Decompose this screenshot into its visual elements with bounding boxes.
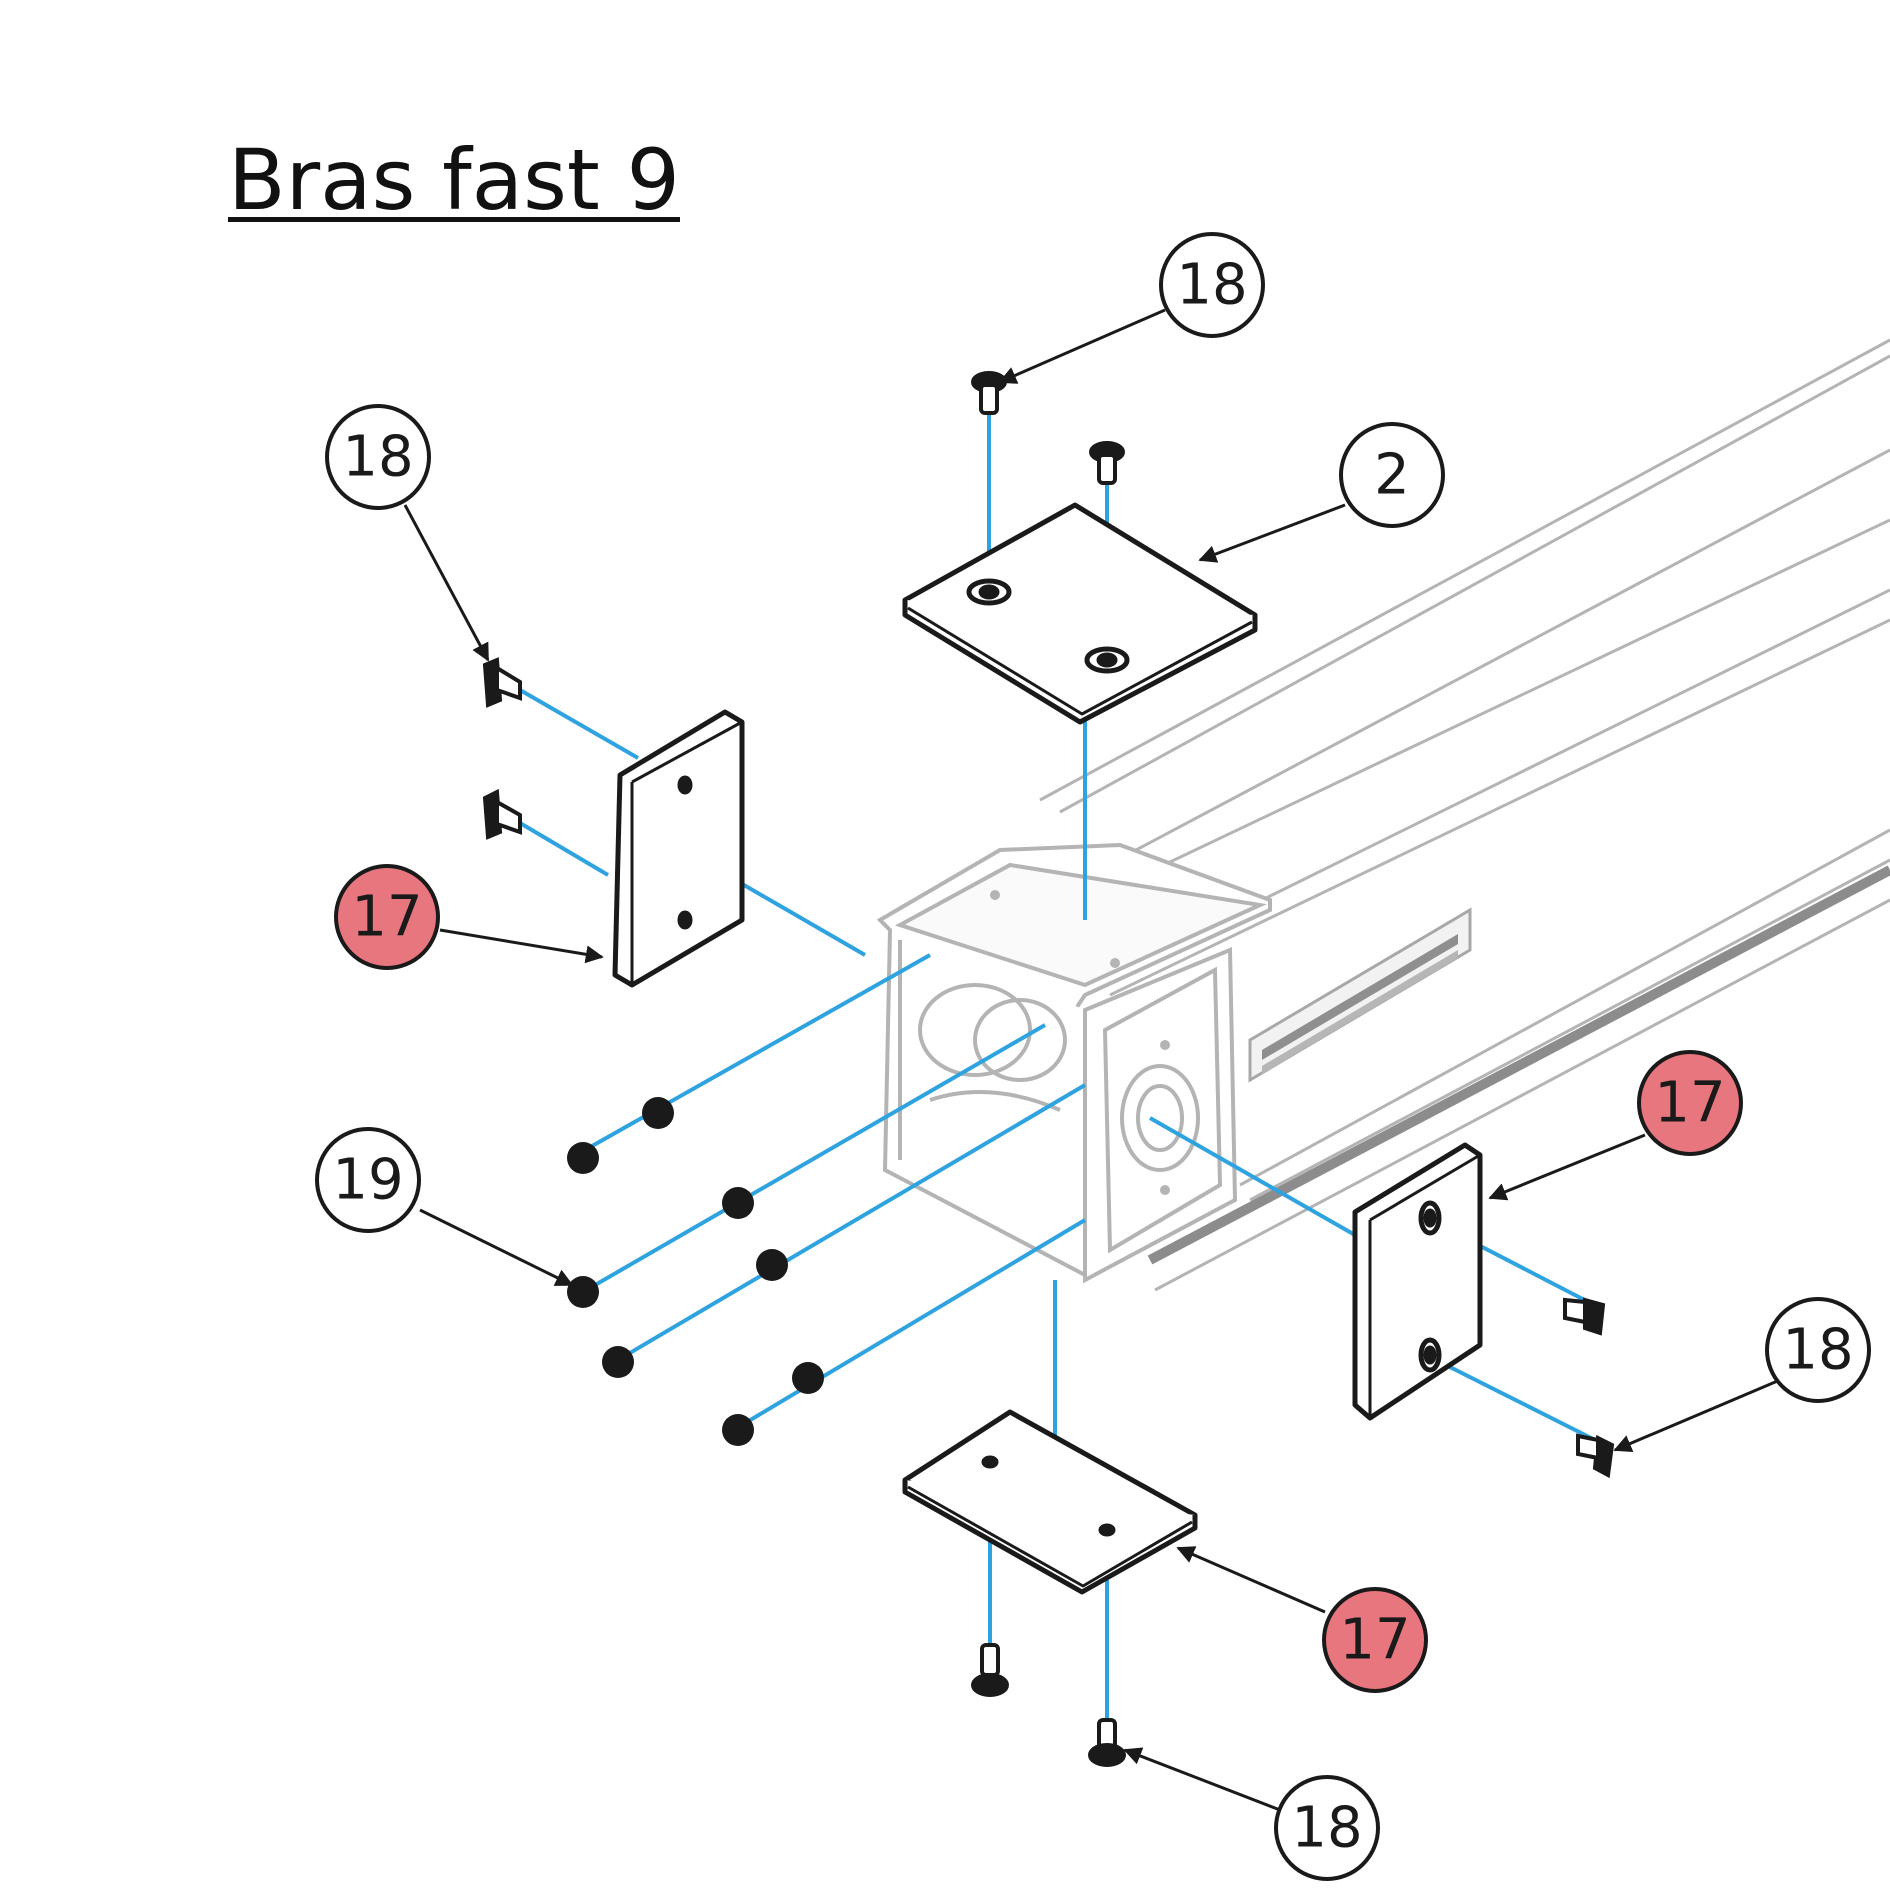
screw-icon [1576, 1433, 1615, 1479]
nuts [567, 1097, 824, 1446]
nut-icon [756, 1249, 788, 1281]
nut-icon [602, 1346, 634, 1378]
callout-right-plate: 17 [1637, 1050, 1743, 1156]
bottom-plate [902, 1409, 1198, 1595]
screw-icon [971, 1643, 1009, 1697]
nut-icon [722, 1187, 754, 1219]
callout-nuts: 19 [315, 1127, 421, 1233]
callout-label: 17 [351, 885, 422, 950]
corner-body [876, 842, 1272, 1284]
beam [1039, 338, 1890, 1292]
callout-label: 18 [1291, 1796, 1362, 1861]
screw-icon [1563, 1297, 1606, 1336]
beam-slot [1248, 907, 1472, 1083]
callout-label: 17 [1654, 1071, 1725, 1136]
callout-label: 17 [1339, 1608, 1410, 1673]
screw-icon [1089, 441, 1125, 485]
screws [482, 371, 1615, 1767]
screw-icon [1088, 1718, 1126, 1767]
callout-label: 18 [1176, 253, 1247, 318]
leader-lines [403, 308, 1781, 1812]
nut-icon [642, 1097, 674, 1129]
callout-top-plate: 2 [1339, 422, 1445, 528]
callouts: 18 2 18 17 19 17 18 17 [315, 232, 1871, 1881]
callout-bottom-screw: 18 [1274, 1775, 1380, 1881]
callout-left-screw: 18 [325, 404, 431, 510]
nut-icon [567, 1142, 599, 1174]
screw-icon [482, 657, 522, 708]
callout-top-screw: 18 [1159, 232, 1265, 338]
callout-label: 19 [332, 1148, 403, 1213]
callout-label: 2 [1374, 443, 1410, 508]
nut-icon [567, 1276, 599, 1308]
screw-icon [482, 788, 522, 840]
callout-label: 18 [342, 425, 413, 490]
callout-label: 18 [1782, 1318, 1853, 1383]
callout-left-plate: 17 [334, 864, 440, 970]
callout-bottom-plate: 17 [1322, 1587, 1428, 1693]
callout-right-screw: 18 [1765, 1297, 1871, 1403]
top-plate [902, 502, 1258, 725]
body-holes [990, 890, 1170, 1195]
right-plate [1352, 1142, 1483, 1421]
left-plate [612, 709, 745, 988]
screw-icon [971, 371, 1007, 415]
nut-icon [792, 1362, 824, 1394]
nut-icon [722, 1414, 754, 1446]
diagram-title: Bras fast 9 [228, 131, 680, 229]
